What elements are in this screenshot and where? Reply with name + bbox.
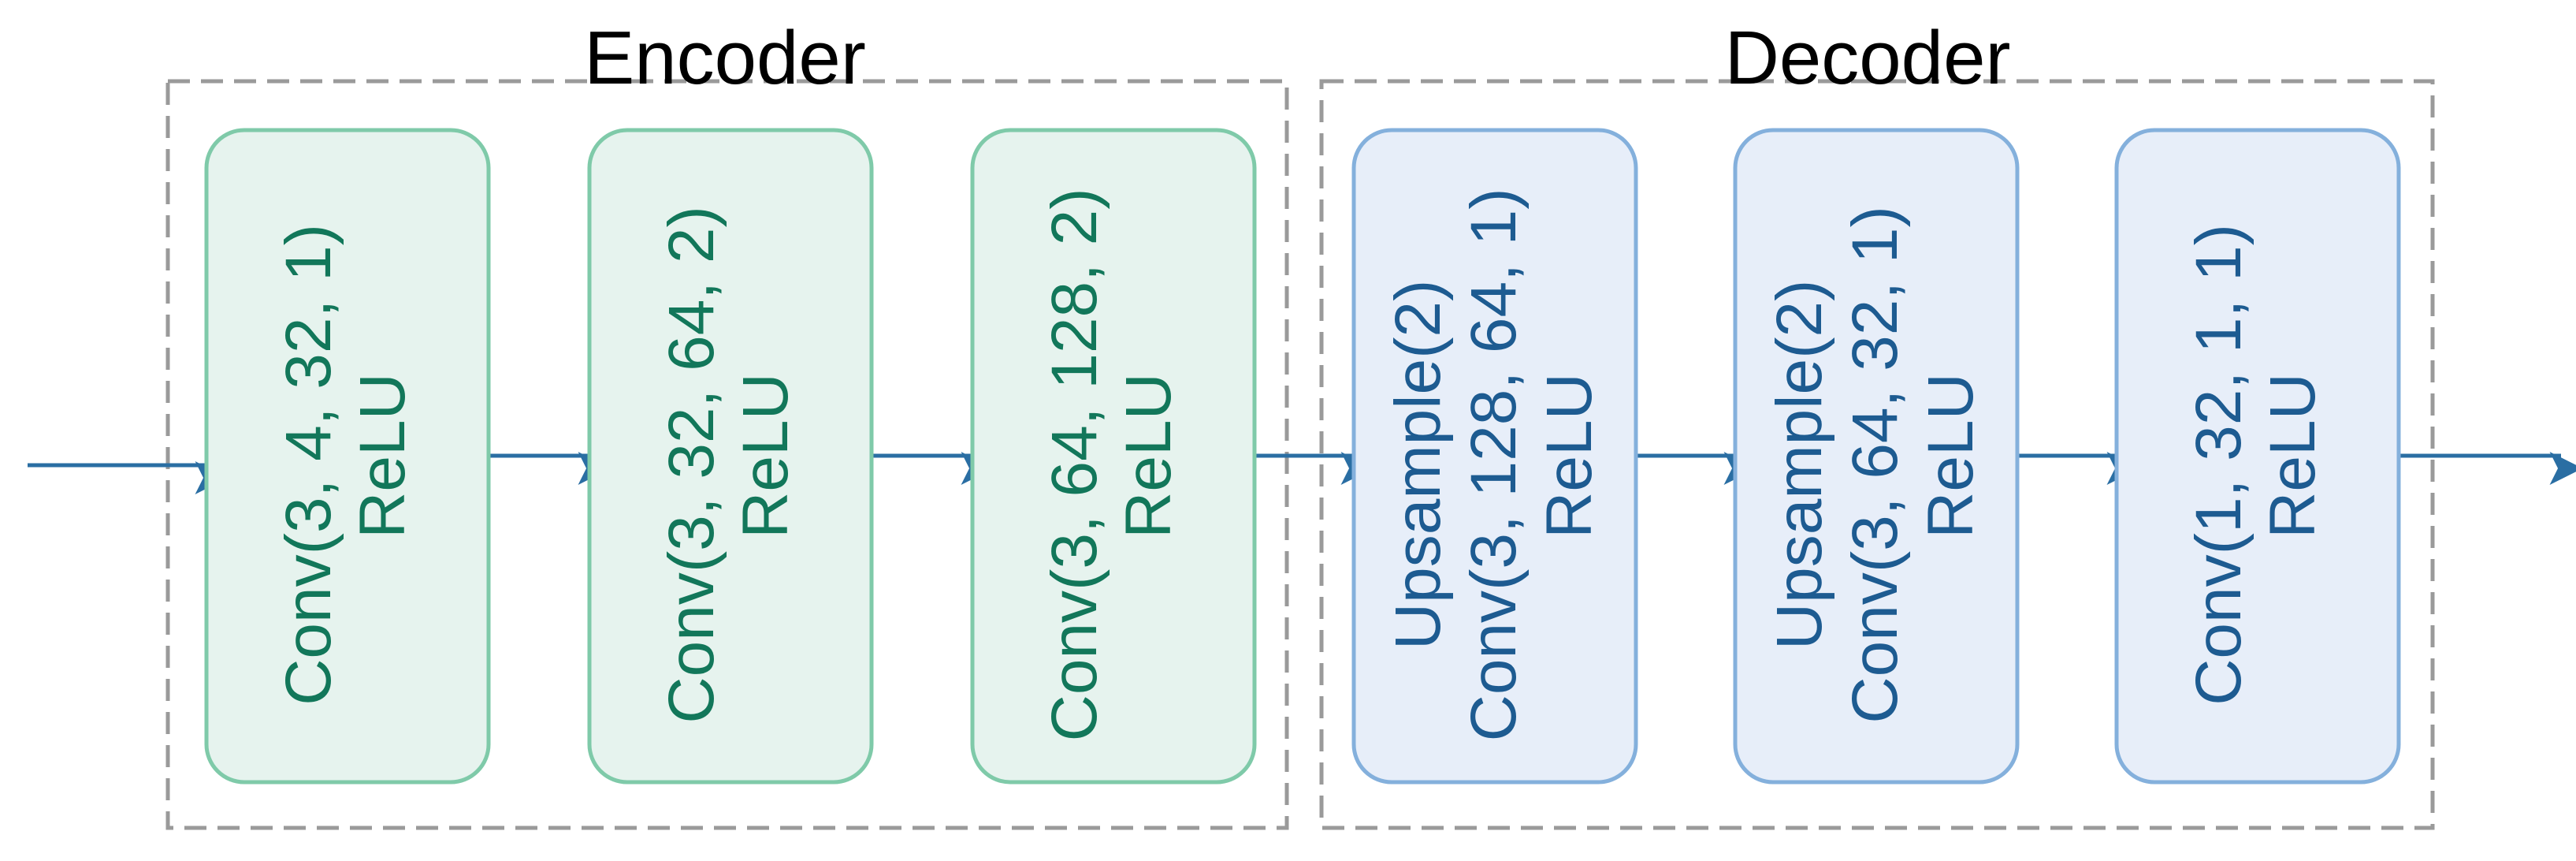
decoder-block-1-line-3: ReLU (1533, 373, 1605, 539)
encoder-block-3-box (970, 128, 1257, 785)
decoder-block-2-line-1: Upsample(2) (1764, 280, 1835, 650)
decoder-block-3: Conv(1, 32, 1, 1) ReLU (2114, 128, 2401, 785)
encoder-block-2-line-1: Conv(3, 32, 64, 2) (656, 206, 727, 723)
decoder-block-2-box (1733, 128, 2020, 785)
decoder-title: Decoder (1725, 16, 2011, 100)
encoder-block-2: Conv(3, 32, 64, 2) ReLU (587, 128, 874, 785)
decoder-block-3-line-1: Conv(1, 32, 1, 1) (2183, 224, 2254, 706)
decoder-block-1-label: Upsample(2) Conv(3, 128, 64, 1) ReLU (1382, 170, 1605, 742)
decoder-block-3-label: Conv(1, 32, 1, 1) ReLU (2183, 206, 2329, 706)
encoder-block-3-line-2: ReLU (1113, 373, 1184, 539)
encoder-block-3-label: Conv(3, 64, 128, 2) ReLU (1039, 170, 1184, 742)
encoder-block-1: Conv(3, 4, 32, 1) ReLU (204, 128, 491, 785)
encoder-block-2-line-2: ReLU (730, 373, 801, 539)
decoder-block-2: Upsample(2) Conv(3, 64, 32, 1) ReLU (1733, 128, 2020, 785)
encoder-block-2-label: Conv(3, 32, 64, 2) ReLU (656, 188, 801, 723)
decoder-block-1: Upsample(2) Conv(3, 128, 64, 1) ReLU (1351, 128, 1638, 785)
decoder-block-2-line-3: ReLU (1915, 373, 1987, 539)
encoder-block-1-label: Conv(3, 4, 32, 1) ReLU (273, 206, 418, 706)
decoder-block-1-box (1351, 128, 1638, 785)
decoder-block-1-line-1: Upsample(2) (1382, 280, 1454, 650)
decoder-block-2-label: Upsample(2) Conv(3, 64, 32, 1) ReLU (1764, 188, 1987, 723)
encoder-block-1-line-1: Conv(3, 4, 32, 1) (273, 224, 344, 706)
encoder-title: Encoder (584, 16, 866, 100)
encoder-block-3-line-1: Conv(3, 64, 128, 2) (1039, 188, 1110, 741)
encoder-block-1-box (204, 128, 491, 785)
encoder-block-1-line-2: ReLU (347, 373, 418, 539)
decoder-block-1-line-2: Conv(3, 128, 64, 1) (1458, 188, 1530, 741)
flow-arrows (28, 452, 2576, 494)
decoder-block-3-line-2: ReLU (2257, 373, 2329, 539)
encoder-block-2-box (587, 128, 874, 785)
decoder-block-2-line-2: Conv(3, 64, 32, 1) (1839, 206, 1911, 723)
decoder-block-3-box (2114, 128, 2401, 785)
encoder-block-3: Conv(3, 64, 128, 2) ReLU (970, 128, 1257, 785)
